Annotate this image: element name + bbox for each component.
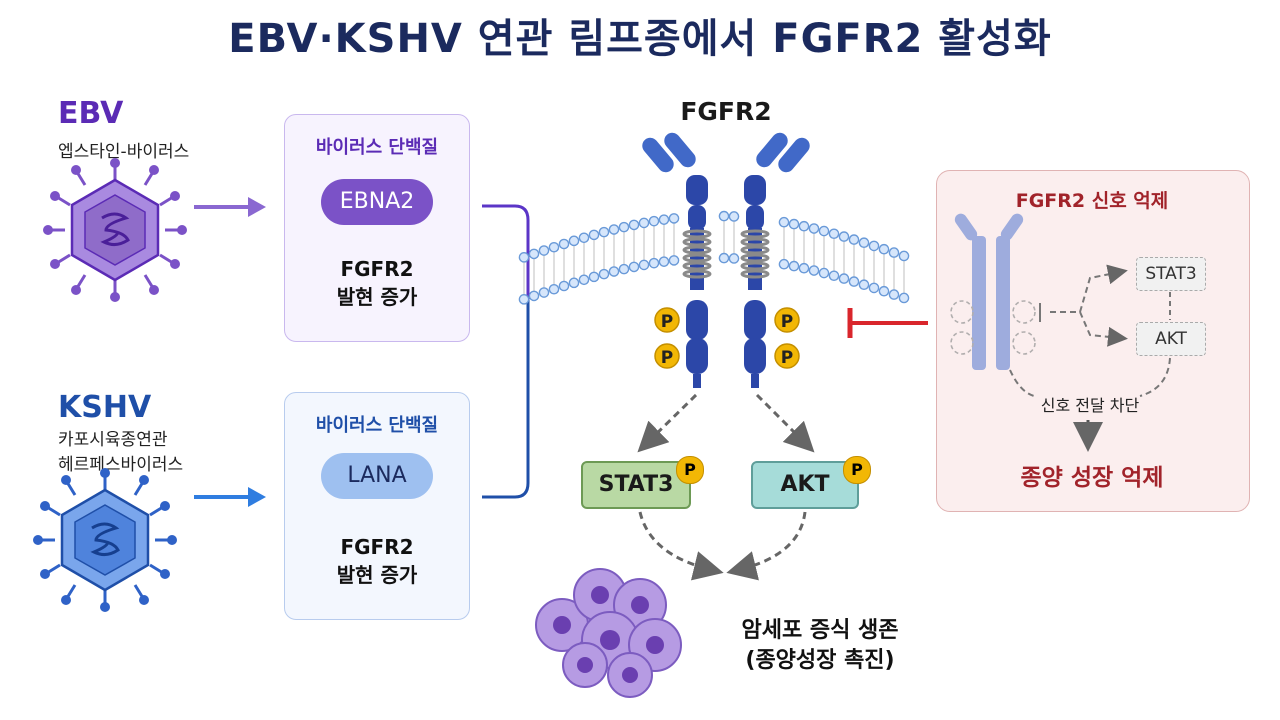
inh-result: 종양 성장 억제 (1020, 465, 1164, 491)
inh-akt: AKT (1136, 322, 1206, 356)
outcome-line2: (종양성장 촉진) (745, 648, 895, 673)
akt-phospho: P (843, 456, 871, 484)
inh-arrow-akt (1079, 311, 1128, 347)
inhibition-diagram (950, 213, 1036, 370)
svg-text:P: P (781, 312, 793, 332)
ebv-fullname: 엡스타인-바이러스 (58, 142, 190, 162)
page-title: EBV·KSHV 연관 림프종에서 FGFR2 활성화 (228, 16, 1052, 62)
inh-arrow-stat3 (1050, 264, 1128, 313)
kshv-effect-line2: 발현 증가 (336, 563, 418, 587)
ebv-protein-panel: 바이러스 단백질 EBNA2 FGFR2 발현 증가 (284, 114, 470, 342)
kshv-panel-header: 바이러스 단백질 (315, 415, 439, 436)
arrow-to-stat3 (637, 393, 698, 453)
arrow-to-akt (755, 393, 815, 453)
ebv-arrow (194, 197, 266, 217)
arrow-stat3-to-cell (638, 511, 724, 581)
svg-text:P: P (781, 348, 793, 368)
cancer-cell-cluster (535, 568, 682, 698)
ebv-effect-line1: FGFR2 (340, 257, 414, 281)
kshv-protein-panel: 바이러스 단백질 LANA FGFR2 발현 증가 (284, 392, 470, 620)
inh-stat3: STAT3 (1136, 257, 1206, 291)
lana-pill: LANA (321, 453, 433, 499)
stat3-node: STAT3 (581, 461, 691, 509)
kshv-effect-line1: FGFR2 (340, 535, 414, 559)
receptor-label: FGFR2 (680, 97, 772, 126)
ebv-effect-line2: 발현 증가 (336, 285, 418, 309)
kshv-virus-icon (33, 468, 177, 612)
kshv-name: KSHV (58, 390, 152, 425)
fgfr2-receptor (642, 132, 810, 388)
outcome-line1: 암세포 증식 생존 (741, 618, 899, 643)
cell-membrane (518, 210, 910, 305)
arrow-akt-to-cell (726, 511, 807, 581)
kshv-connector (482, 300, 530, 499)
svg-text:P: P (661, 348, 673, 368)
receptor-phospho-sites: P P P P (654, 307, 800, 369)
kshv-arrow (194, 487, 266, 507)
ebv-panel-header: 바이러스 단백질 (315, 137, 439, 158)
ebv-connector (482, 204, 530, 300)
inh-block-line-right (1139, 357, 1171, 397)
kshv-fullname-line2: 헤르페스바이러스 (58, 455, 184, 475)
ebv-virus-icon (43, 158, 187, 302)
stat3-phospho: P (676, 456, 704, 484)
kshv-fullname-line1: 카포시육종연관 (58, 430, 168, 450)
inh-block-label: 신호 전달 차단 (1040, 396, 1140, 415)
svg-text:P: P (661, 312, 673, 332)
inhibition-bar (847, 308, 928, 338)
ebv-name: EBV (58, 96, 124, 131)
ebna2-pill: EBNA2 (321, 179, 433, 225)
inhibition-title: FGFR2 신호 억제 (1015, 190, 1169, 212)
akt-node: AKT (751, 461, 859, 509)
inh-block-line-left (1009, 369, 1035, 397)
